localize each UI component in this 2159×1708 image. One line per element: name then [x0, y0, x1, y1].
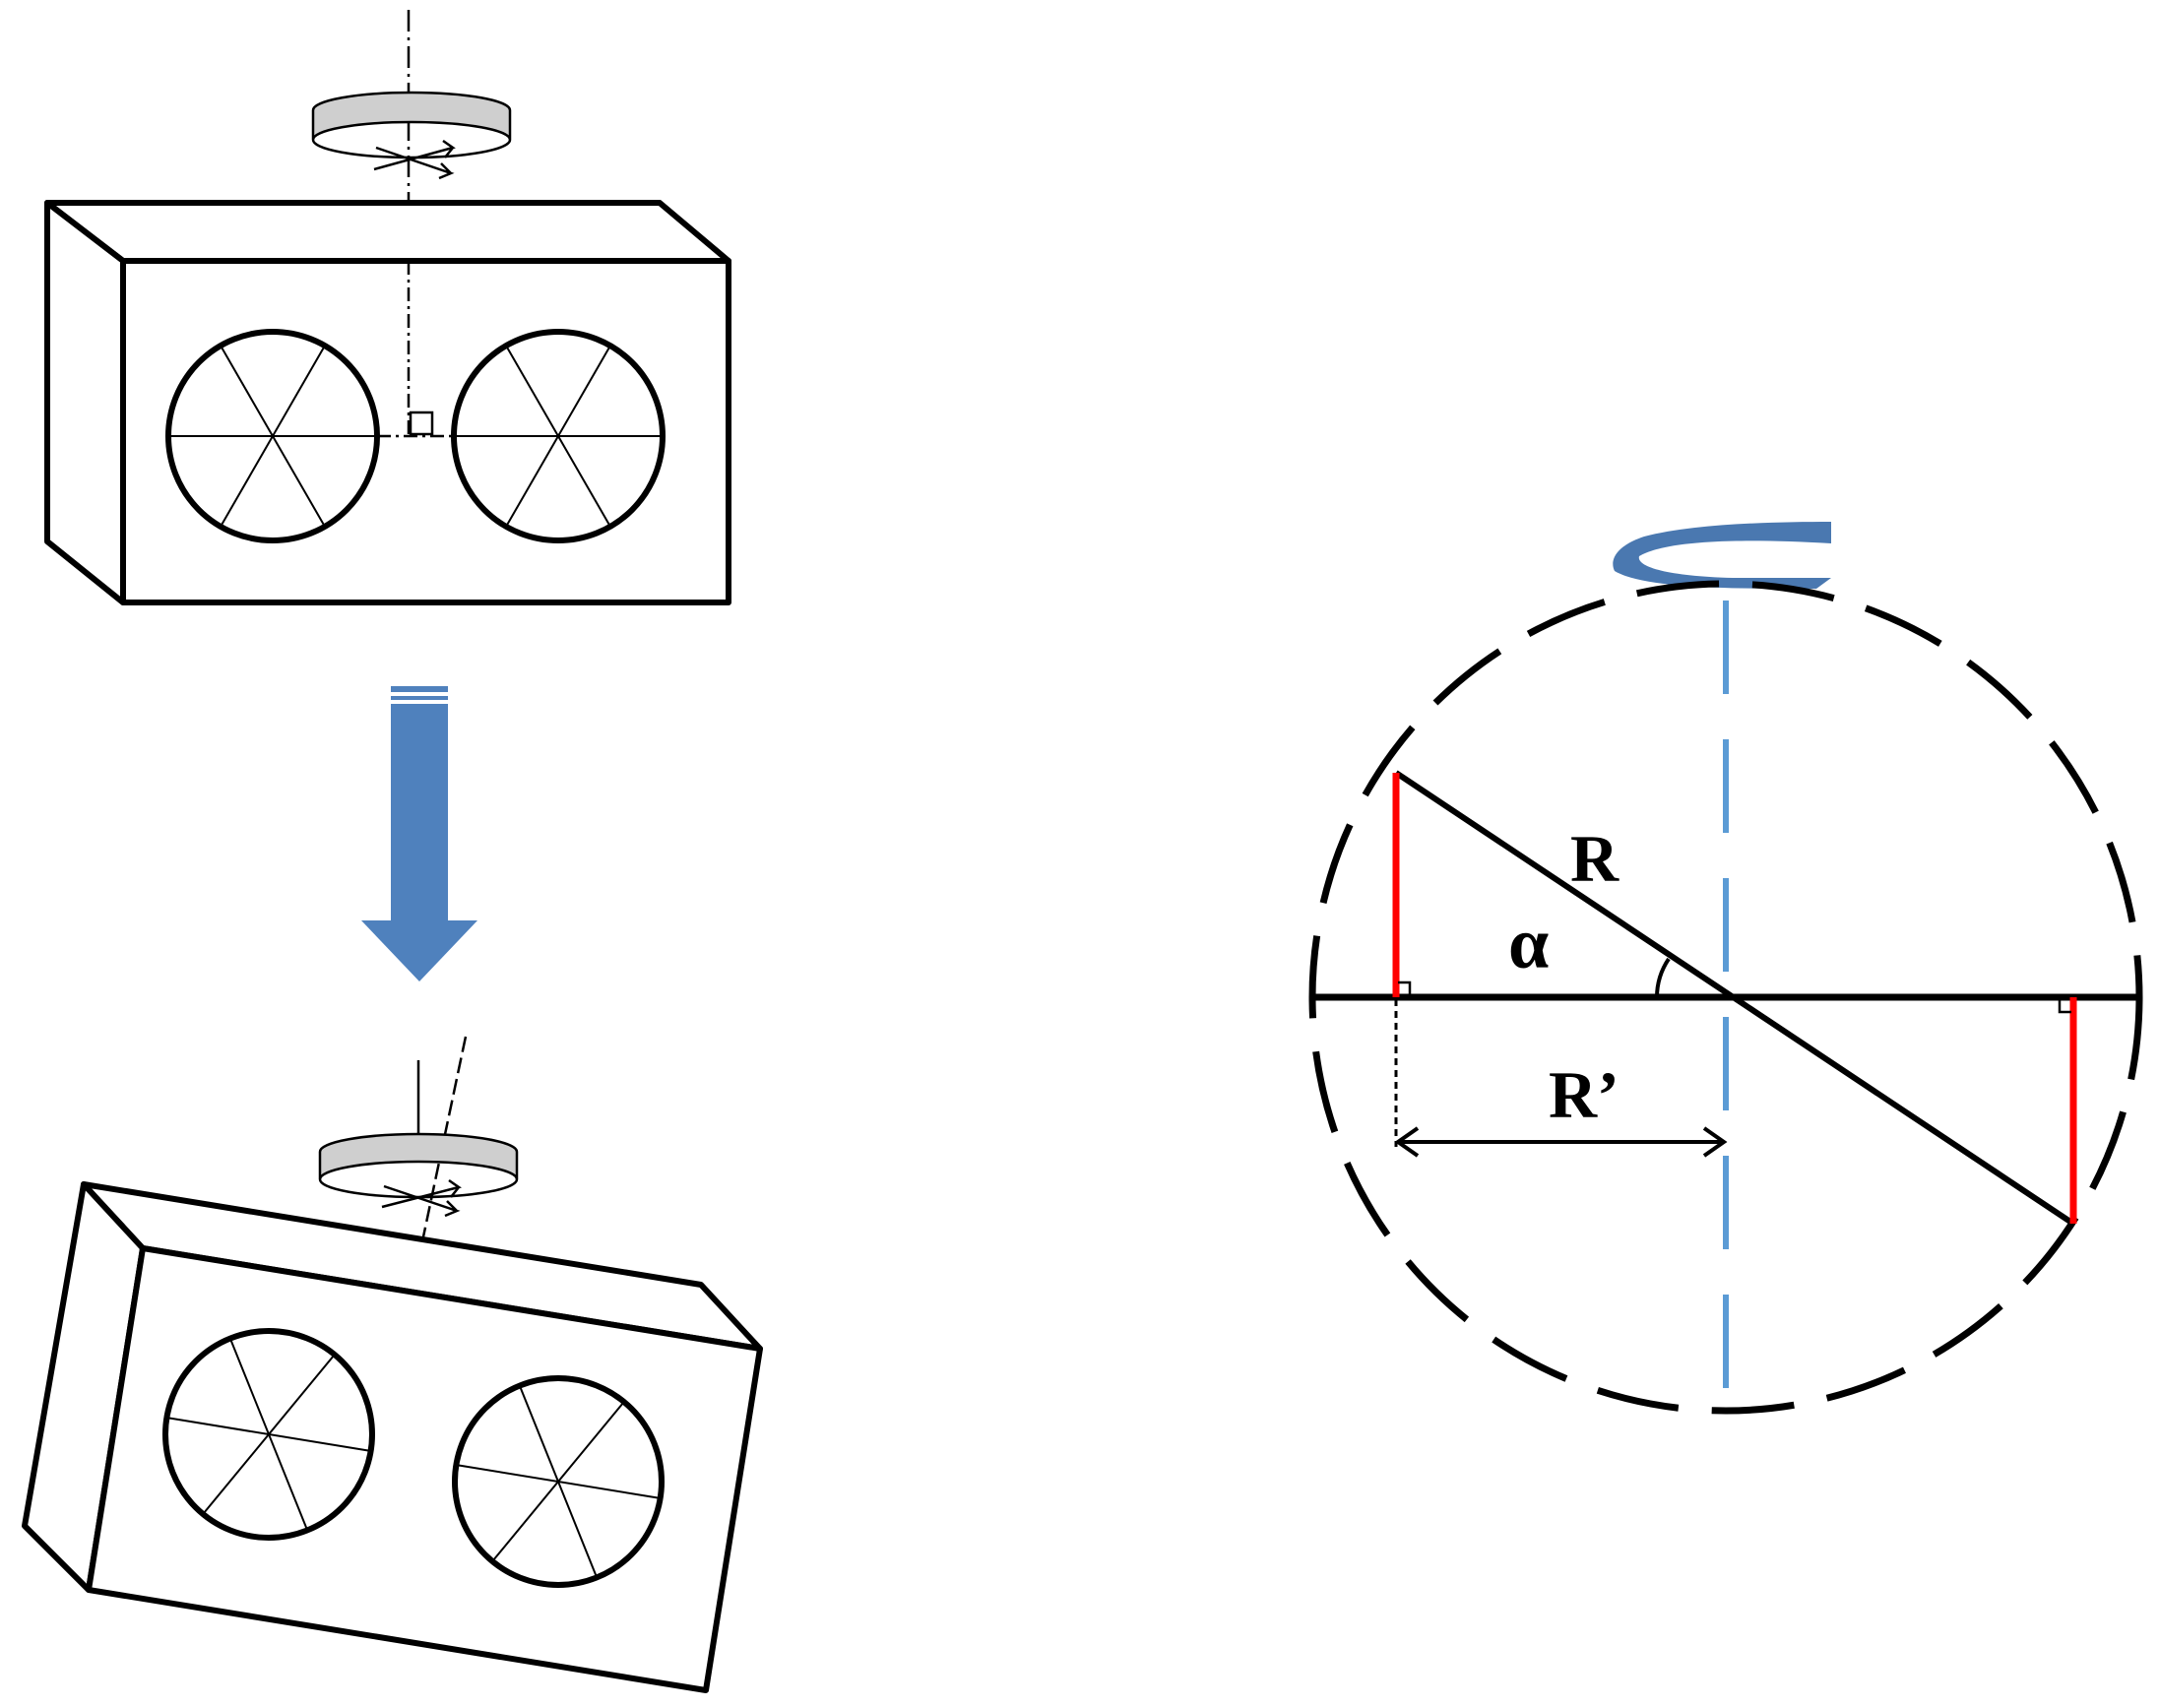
angle-arc — [1655, 957, 1671, 998]
rotation-arrow-icon — [311, 91, 512, 180]
label-radius: R — [1570, 821, 1619, 896]
projected-radius-dimension — [1394, 1126, 1728, 1158]
device-upright — [44, 10, 731, 605]
label-angle: α — [1508, 904, 1549, 984]
fan-left-upright — [165, 329, 380, 543]
right-angle-marker-right — [2058, 997, 2071, 1014]
rotation-arrow-icon — [1613, 522, 1831, 589]
fan-right-upright — [451, 329, 666, 543]
rotation-arrow-icon — [318, 1132, 519, 1218]
label-projected-radius: R’ — [1549, 1057, 1619, 1132]
radius-line — [1394, 770, 2075, 1227]
geometry-diagram: R α R’ — [1308, 522, 2143, 1418]
down-arrow-icon — [361, 686, 477, 981]
fan-right-tilted — [452, 1375, 665, 1588]
right-angle-marker-left — [1398, 981, 1412, 997]
fan-left-tilted — [162, 1328, 375, 1541]
device-tilted — [22, 1036, 763, 1693]
right-angle-marker — [409, 411, 434, 436]
